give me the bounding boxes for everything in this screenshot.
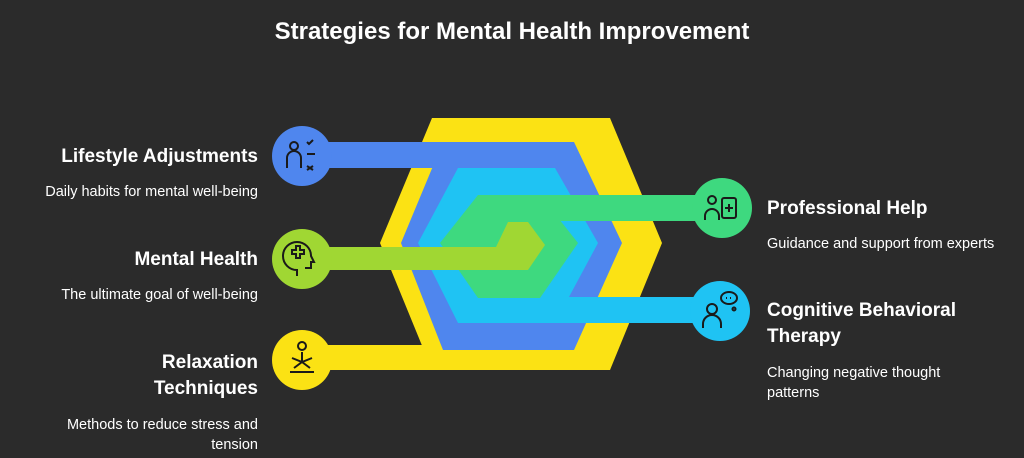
thought-bubble-icon <box>702 291 738 328</box>
cbt-label: Cognitive Behavioral Therapy <box>767 300 956 347</box>
meditation-icon <box>290 341 314 373</box>
cbt-description: Changing negative thought patterns <box>767 365 941 401</box>
head-medical-cross-icon <box>282 241 316 276</box>
page-title: Strategies for Mental Health Improvement <box>274 18 750 45</box>
relaxation-techniques-label: Relaxation Techniques <box>153 352 258 399</box>
mental-health-description: The ultimate goal of well-being <box>61 287 258 303</box>
person-checklist-icon <box>286 139 315 171</box>
cyan-connector <box>555 297 715 323</box>
professional-help-description: Guidance and support from experts <box>767 236 995 252</box>
mental-health-circle <box>272 229 332 289</box>
green-connector <box>540 195 720 221</box>
relaxation-techniques-description: Methods to reduce stress and tension <box>66 417 258 453</box>
lifestyle-adjustments-label: Lifestyle Adjustments <box>61 146 258 167</box>
lime-arrow <box>300 222 545 270</box>
professional-help-label: Professional Help <box>767 198 928 219</box>
cbt-circle <box>690 281 750 341</box>
lifestyle-adjustments-description: Daily habits for mental well-being <box>45 184 258 200</box>
medical-clipboard-icon <box>704 195 737 220</box>
professional-help-circle <box>692 178 752 238</box>
lifestyle-adjustments-circle <box>272 126 332 186</box>
relaxation-techniques-circle <box>272 330 332 390</box>
mental-health-label: Mental Health <box>134 249 258 270</box>
mental-health-layer <box>300 222 545 270</box>
